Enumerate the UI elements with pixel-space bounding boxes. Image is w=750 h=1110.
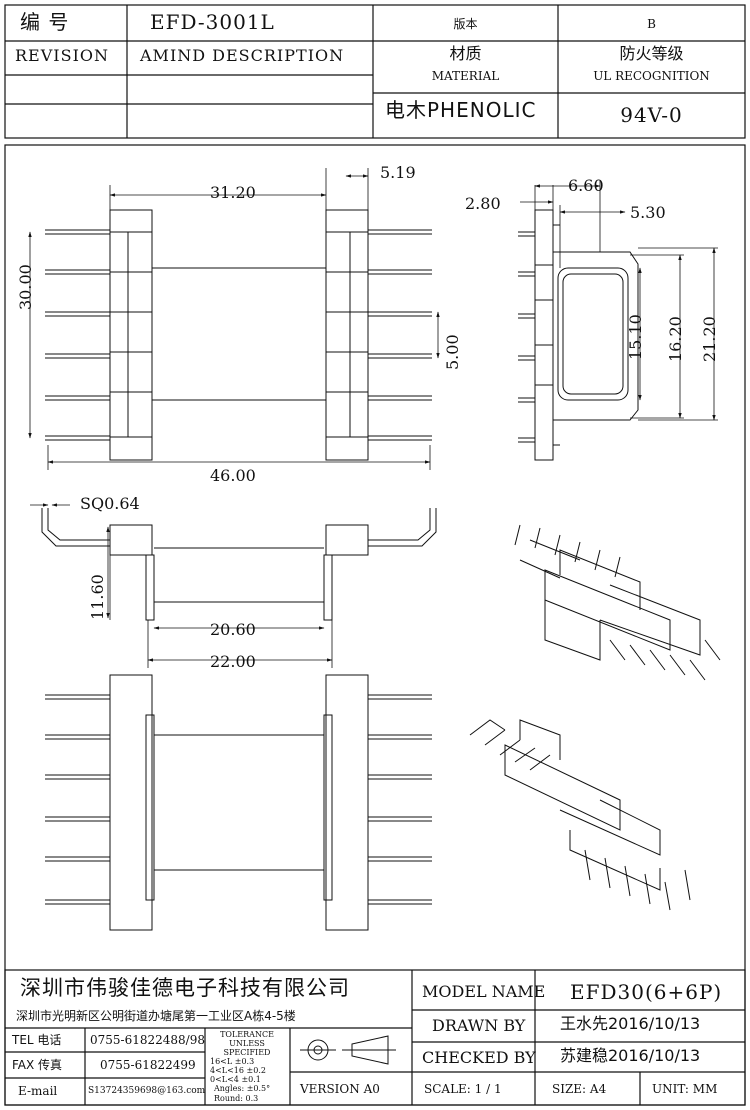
material-value: 电木PHENOLIC xyxy=(385,98,537,122)
tolerance-row-2: 4<L<16 ±0.2 xyxy=(210,1066,266,1075)
fax-label: FAX 传真 xyxy=(12,1058,63,1072)
title-block-lines xyxy=(4,969,746,1106)
ul-cn: 防火等级 xyxy=(619,44,684,63)
dim-L: SQ0.64 xyxy=(80,494,140,513)
tolerance-row-4: Angles: ±0.5° xyxy=(214,1084,271,1093)
dim-J: 21.20 xyxy=(700,316,719,362)
version: VERSION A0 xyxy=(300,1082,380,1096)
tolerance-row-1: 16<L ±0.3 xyxy=(210,1057,255,1066)
dim-H: 15.10 xyxy=(626,314,645,360)
dim-A: 30.00 xyxy=(16,264,35,310)
header-table-lines xyxy=(4,4,746,139)
isometric-view-2 xyxy=(469,719,691,911)
dim-M: 11.60 xyxy=(88,574,107,620)
material-en: MATERIAL xyxy=(431,69,500,83)
model-label: MODEL NAME xyxy=(422,982,546,1001)
tolerance-row-3: 0<L<4 ±0.1 xyxy=(210,1075,261,1084)
dim-N: 20.60 xyxy=(210,620,256,639)
dim-C: 5.19 xyxy=(380,163,416,182)
unit: UNIT: MM xyxy=(652,1082,718,1096)
ul-en: UL RECOGNITION xyxy=(593,69,710,83)
front-view xyxy=(41,508,437,621)
tolerance-row-5: Round: 0.3 xyxy=(214,1094,259,1103)
email-value: S13724359698@163.com xyxy=(88,1086,206,1096)
tel-value: 0755-61822488/98 xyxy=(90,1033,205,1047)
drawing-frame xyxy=(4,144,746,1106)
dim-E: 2.80 xyxy=(465,194,501,213)
revision-label: REVISION xyxy=(15,46,109,65)
fax-value: 0755-61822499 xyxy=(100,1058,196,1072)
section-view-dims xyxy=(520,180,718,421)
drawn-value: 王水先2016/10/13 xyxy=(560,1014,701,1033)
ul-value: 94V-0 xyxy=(620,103,683,127)
model-value: EFD30(6+6P) xyxy=(570,980,723,1004)
dim-K: 46.00 xyxy=(210,466,256,485)
version-label: 版本 xyxy=(453,17,478,31)
dim-B: 31.20 xyxy=(210,183,256,202)
dim-G: 5.30 xyxy=(630,203,666,222)
amend-label: AMIND DESCRIPTION xyxy=(140,46,345,65)
company-address: 深圳市光明新区公明街道办塘尾第一工业区A栋4-5楼 xyxy=(16,1009,296,1023)
bottom-view xyxy=(45,674,432,931)
top-view xyxy=(45,209,432,461)
company-name: 深圳市伟骏佳德电子科技有限公司 xyxy=(20,976,350,1000)
tolerance-title: TOLERANCE UNLESS SPECIFIED xyxy=(220,1030,274,1057)
checked-label: CHECKED BY xyxy=(422,1048,536,1067)
scale: SCALE: 1 / 1 xyxy=(424,1082,502,1096)
code-value: EFD-3001L xyxy=(150,10,275,34)
checked-value: 苏建稳2016/10/13 xyxy=(560,1046,701,1065)
material-cn: 材质 xyxy=(449,44,482,63)
isometric-view-1 xyxy=(514,524,721,681)
dim-O: 22.00 xyxy=(210,652,256,671)
projection-symbol xyxy=(300,1035,396,1065)
dim-I: 16.20 xyxy=(666,316,685,362)
tel-label: TEL 电话 xyxy=(12,1033,62,1047)
top-view-dims xyxy=(28,168,440,470)
section-view xyxy=(518,209,639,461)
front-view-dims xyxy=(30,503,333,668)
code-label: 编 号 xyxy=(20,10,70,34)
version-value: B xyxy=(647,17,656,31)
drawn-label: DRAWN BY xyxy=(432,1016,526,1035)
dim-F: 6.60 xyxy=(568,176,604,195)
email-label: E-mail xyxy=(18,1084,58,1098)
dim-D: 5.00 xyxy=(443,334,462,370)
size: SIZE: A4 xyxy=(552,1082,607,1096)
